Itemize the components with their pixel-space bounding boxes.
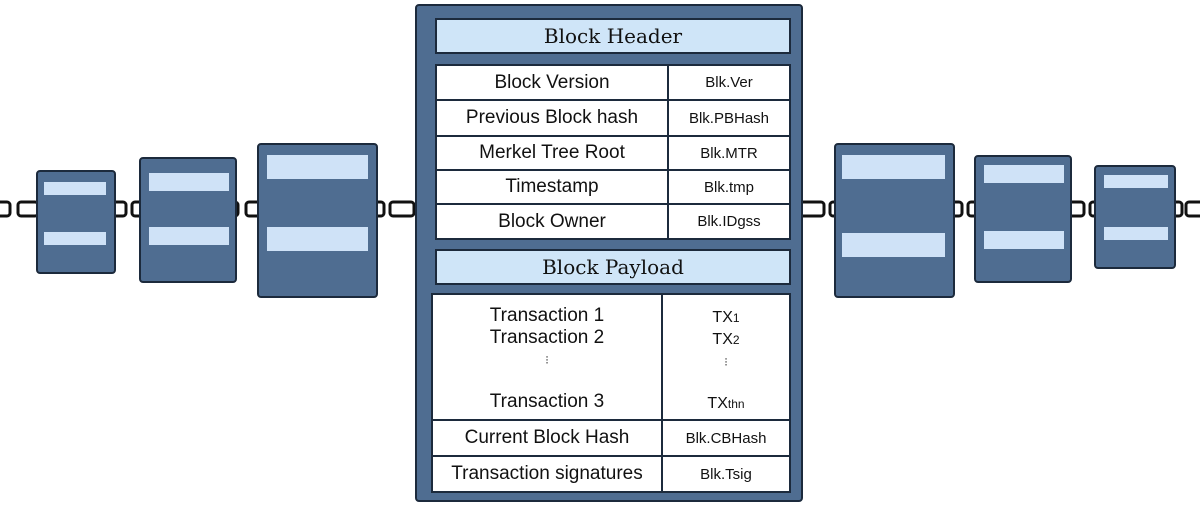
table-row: Previous Block hash Blk.PBHash <box>437 101 789 137</box>
side-block-7 <box>1094 165 1176 269</box>
chain-link <box>16 200 40 218</box>
transactions-codes: TX1 TX2 ⁝ TXthn <box>661 295 789 419</box>
tx-code-1: TX1 <box>712 309 740 326</box>
chain-link <box>0 200 12 218</box>
block-payload-title-text: Block Payload <box>542 255 684 279</box>
block-header-title-text: Block Header <box>543 24 683 48</box>
row-label: Block Owner <box>498 210 606 232</box>
block-header-table: Block Version Blk.Ver Previous Block has… <box>435 64 791 240</box>
side-block-bar <box>44 232 106 245</box>
chain-link <box>388 200 416 218</box>
side-block-bar <box>842 155 945 179</box>
side-block-bar <box>1104 175 1168 188</box>
row-label: Current Block Hash <box>464 427 630 448</box>
table-row: Block Owner Blk.IDgss <box>437 205 789 238</box>
row-value: Blk.PBHash <box>667 101 789 135</box>
side-block-2 <box>139 157 237 283</box>
row-value: Blk.IDgss <box>667 205 789 238</box>
main-block: Block Header Block Version Blk.Ver Previ… <box>415 4 803 502</box>
side-block-1 <box>36 170 116 274</box>
transaction-3-label: Transaction 3 <box>489 391 605 412</box>
side-block-bar <box>44 182 106 195</box>
row-label: Timestamp <box>505 176 599 197</box>
side-block-bar <box>984 231 1064 249</box>
chain-link <box>798 200 826 218</box>
row-label: Merkel Tree Root <box>479 142 625 163</box>
side-block-bar <box>149 173 229 191</box>
side-block-bar <box>1104 227 1168 240</box>
row-value: Blk.Tsig <box>661 457 789 491</box>
block-header-title: Block Header <box>435 18 791 54</box>
side-block-6 <box>974 155 1072 283</box>
transactions-row: Transaction 1 Transaction 2 ⁝ Transactio… <box>433 295 789 421</box>
row-label: Block Version <box>494 71 610 93</box>
row-value: Blk.tmp <box>667 171 789 203</box>
side-block-bar <box>267 155 368 179</box>
table-row: Transaction signatures Blk.Tsig <box>433 457 789 491</box>
tx-code-3: TXthn <box>707 395 745 412</box>
row-value: Blk.CBHash <box>661 421 789 455</box>
row-label: Previous Block hash <box>465 107 639 128</box>
table-row: Block Version Blk.Ver <box>437 66 789 101</box>
transaction-1-label: Transaction 1 <box>489 305 605 326</box>
table-row: Merkel Tree Root Blk.MTR <box>437 137 789 171</box>
tx-code-2: TX2 <box>712 331 740 348</box>
table-row: Timestamp Blk.tmp <box>437 171 789 205</box>
side-block-bar <box>984 165 1064 183</box>
transactions-labels: Transaction 1 Transaction 2 ⁝ Transactio… <box>433 295 661 419</box>
side-block-3 <box>257 143 378 298</box>
side-block-bar <box>149 227 229 245</box>
side-block-bar <box>267 227 368 251</box>
row-value: Blk.MTR <box>667 137 789 169</box>
row-label: Transaction signatures <box>451 463 643 484</box>
side-block-bar <box>842 233 945 257</box>
block-payload-title: Block Payload <box>435 249 791 285</box>
transaction-2-label: Transaction 2 <box>489 327 605 348</box>
side-block-5 <box>834 143 955 298</box>
chain-link <box>1184 200 1200 218</box>
vertical-ellipsis: ⁝ <box>545 353 549 367</box>
table-row: Current Block Hash Blk.CBHash <box>433 421 789 457</box>
vertical-ellipsis: ⁝ <box>724 355 728 369</box>
row-value: Blk.Ver <box>667 66 789 99</box>
block-payload-table: Transaction 1 Transaction 2 ⁝ Transactio… <box>431 293 791 493</box>
